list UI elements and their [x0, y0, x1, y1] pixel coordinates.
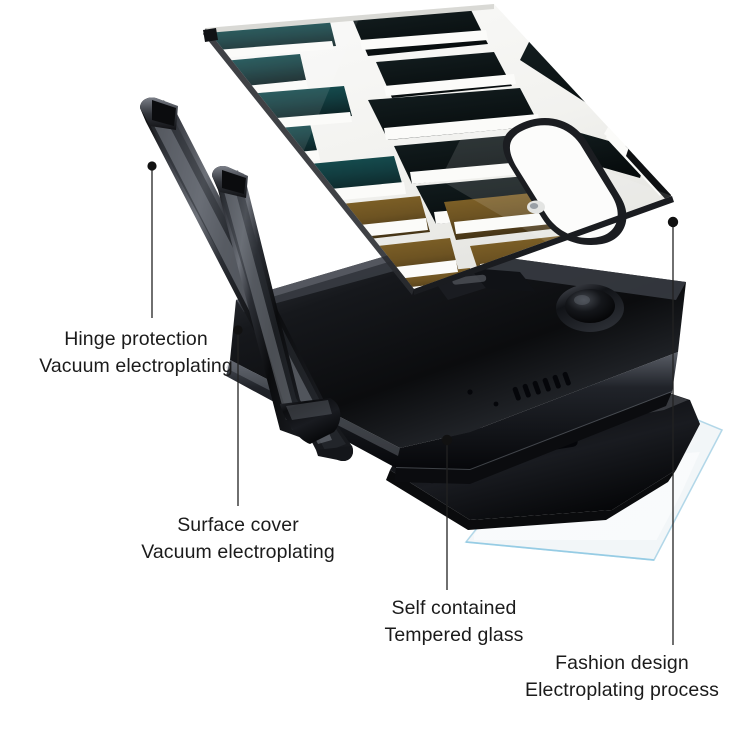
hinge-plate-right — [470, 268, 536, 292]
hinge-bar-inner — [212, 166, 341, 444]
hinge-bar-inner-endcap — [280, 398, 341, 444]
callout-subtitle: Vacuum electroplating — [39, 355, 233, 377]
callout-title: Hinge protection — [64, 328, 208, 350]
camera-cutout — [502, 117, 627, 245]
callout-title: Fashion design — [555, 652, 689, 674]
callout-subtitle: Vacuum electroplating — [141, 541, 335, 563]
callout-label-self-contained: Self contained Tempered glass — [344, 595, 564, 649]
graphic-back-panel — [203, 4, 674, 295]
leader-surface-cover — [233, 325, 243, 506]
callout-title: Surface cover — [177, 514, 299, 536]
callout-label-hinge-protection: Hinge protection Vacuum electroplating — [10, 326, 262, 380]
callout-label-fashion-design: Fashion design Electroplating process — [504, 650, 740, 704]
leader-hinge-protection — [147, 161, 157, 318]
callout-leaders — [147, 161, 679, 645]
callout-label-surface-cover: Surface cover Vacuum electroplating — [110, 512, 366, 566]
callout-title: Self contained — [391, 597, 517, 619]
speaker-grille — [512, 371, 571, 401]
camera-bump — [556, 284, 624, 332]
callout-subtitle: Tempered glass — [384, 624, 524, 646]
leader-fashion-design — [667, 216, 679, 645]
callout-subtitle: Electroplating process — [524, 679, 720, 701]
leader-self-contained — [441, 434, 453, 590]
